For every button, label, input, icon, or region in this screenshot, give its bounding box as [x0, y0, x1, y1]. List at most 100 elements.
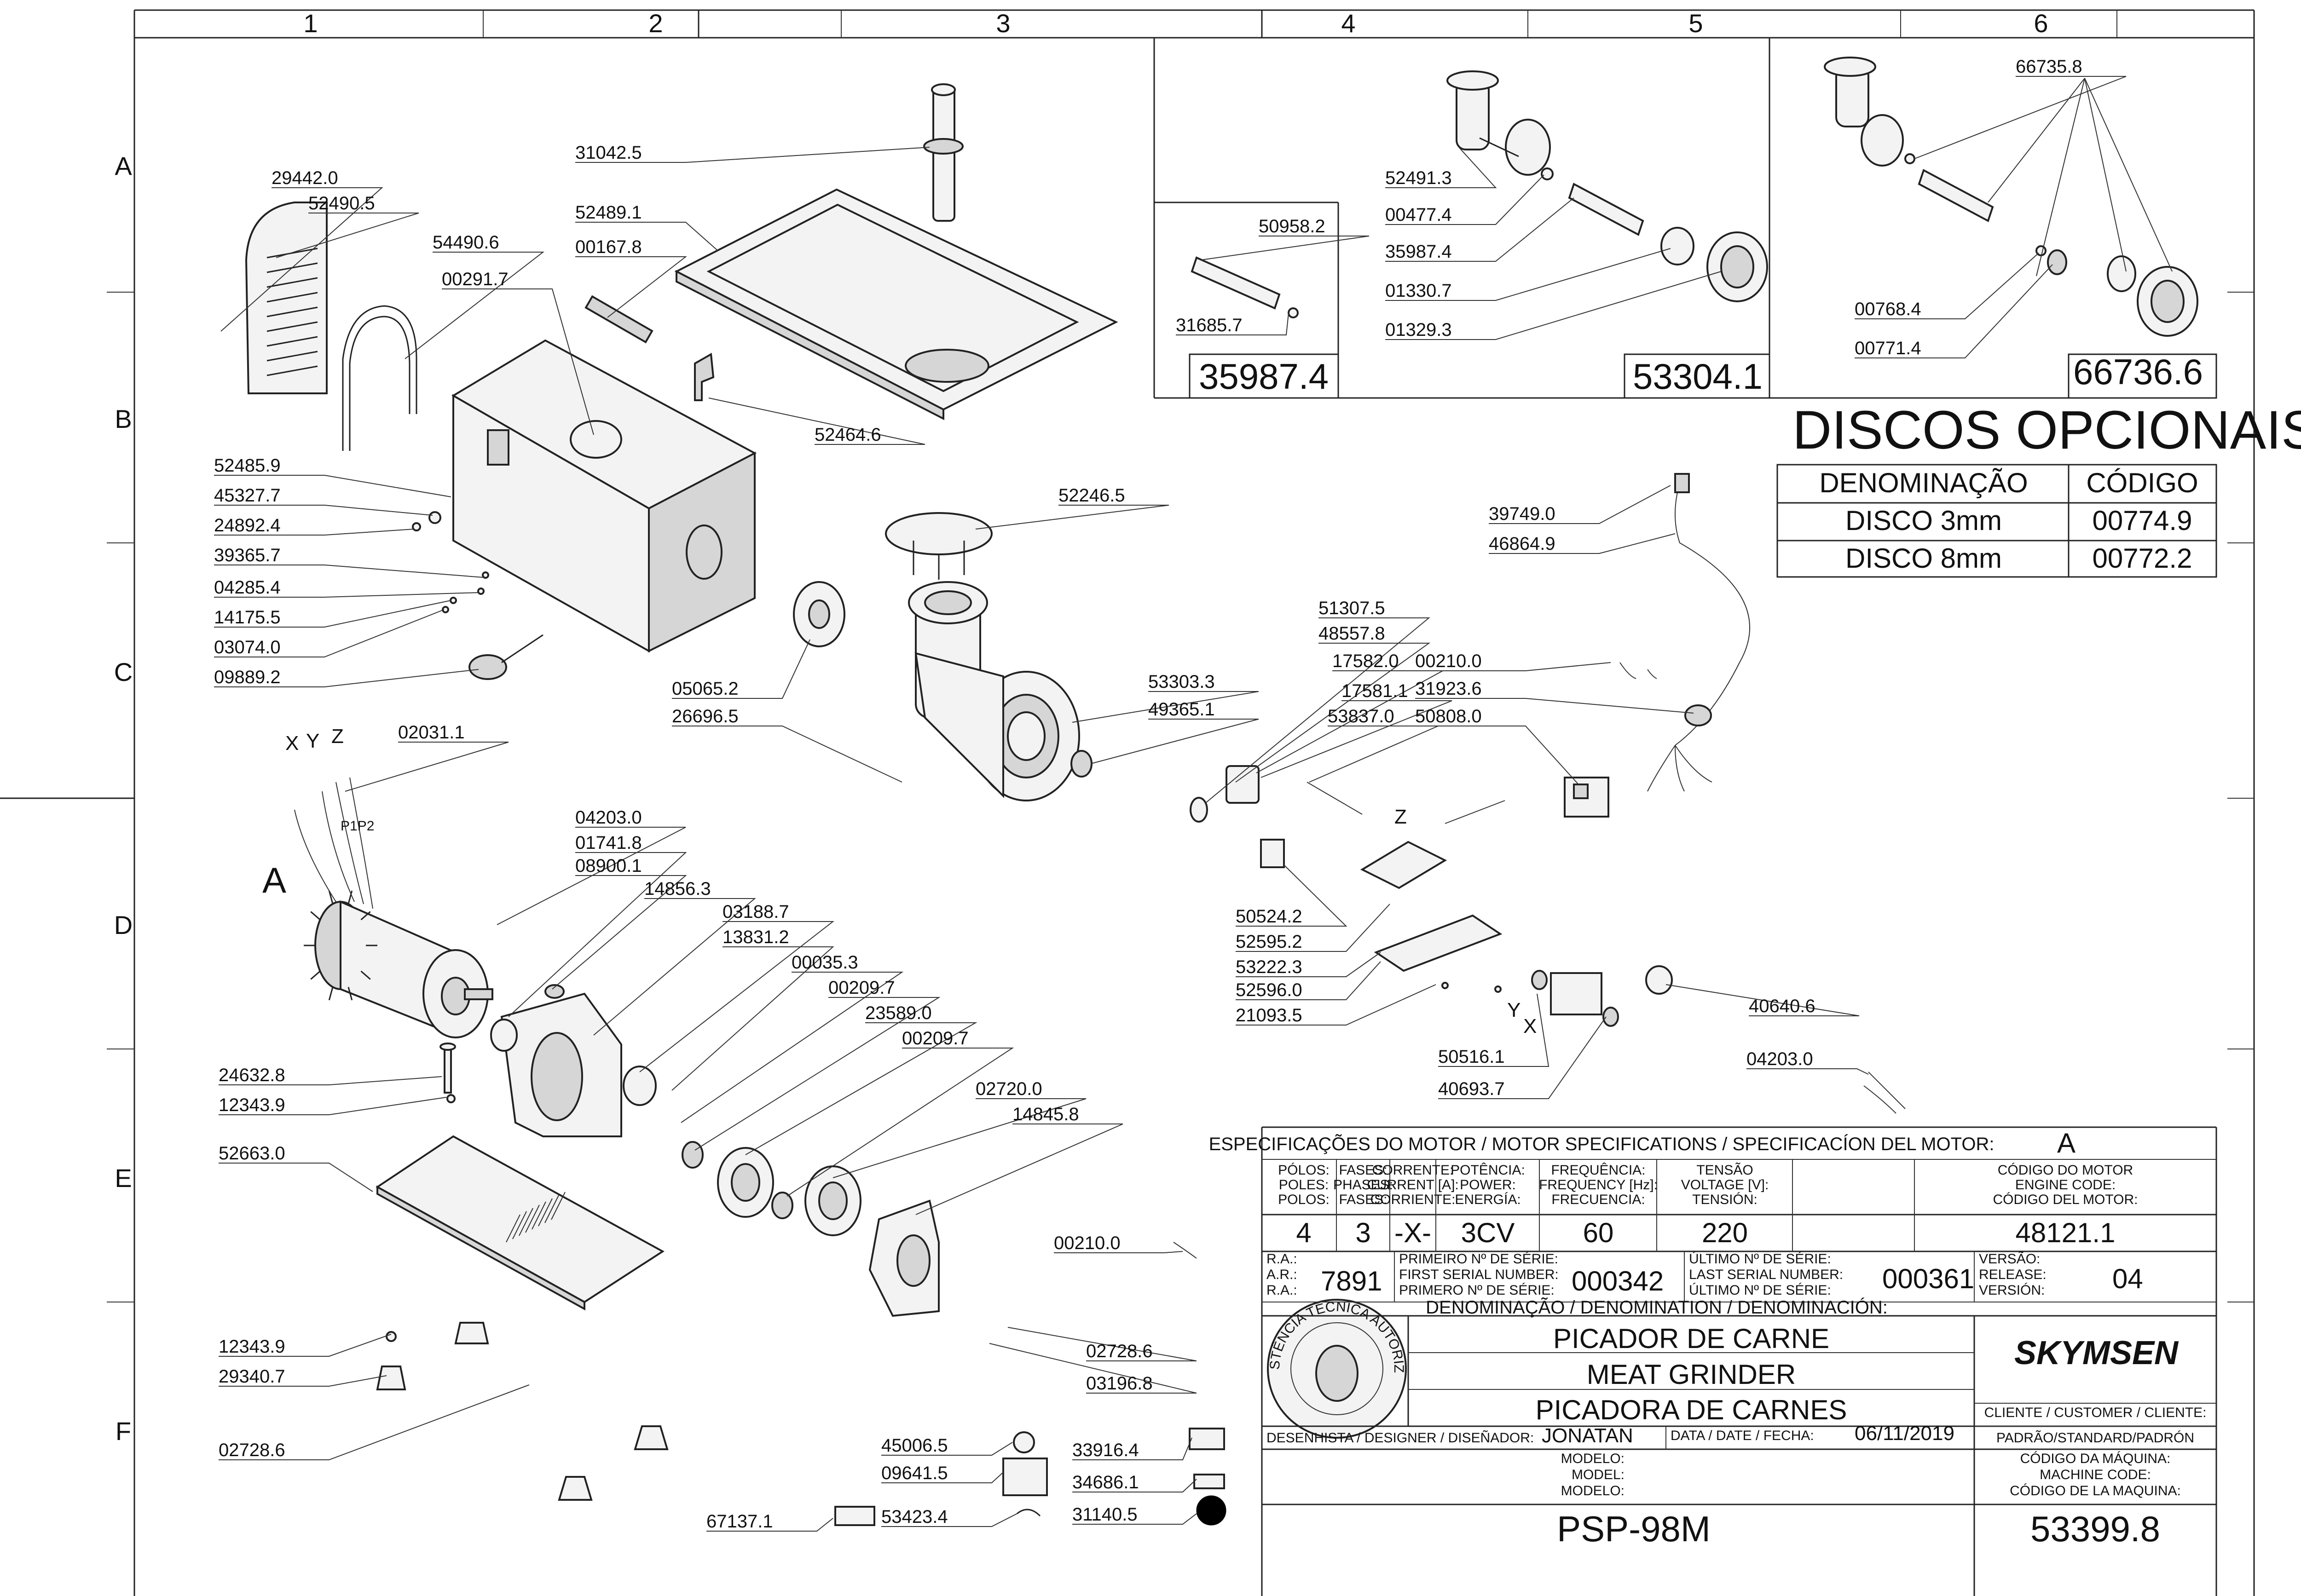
part-callout: 39749.0 — [1489, 504, 1555, 524]
part-callout: 17581.1 — [1341, 681, 1408, 701]
leader-line — [672, 726, 902, 783]
discs-header-code: CÓDIGO — [2086, 467, 2198, 498]
motor-spec-header: POTÊNCIA: — [1451, 1163, 1525, 1178]
motor-spec-header: POWER: — [1460, 1177, 1516, 1193]
kit-frames — [1153, 38, 2217, 399]
part-callout: 04203.0 — [1746, 1049, 1813, 1069]
leader-line — [694, 997, 941, 1151]
zone-row-b: B — [115, 404, 132, 433]
axis-x2-label: X — [1523, 1015, 1537, 1037]
leader-line — [1855, 264, 2053, 358]
motor-spec-header: CORRIENTE: — [1370, 1192, 1455, 1207]
part-callout: 04203.0 — [575, 807, 642, 828]
leader-line — [214, 565, 484, 578]
leader-line — [1746, 1068, 1869, 1075]
part-callout: 14845.8 — [1012, 1104, 1079, 1124]
last-serial-label-1: ÚLTIMO Nº DE SÉRIE: — [1689, 1251, 1831, 1267]
leader-line — [219, 1384, 530, 1460]
part-callout: 00771.4 — [1855, 338, 1921, 358]
zone-row-c: C — [114, 657, 133, 686]
part-callout: 02728.6 — [219, 1440, 285, 1460]
leader-line — [1072, 691, 1259, 723]
part-callout: 26696.5 — [672, 706, 739, 726]
motor-spec-value: 220 — [1702, 1217, 1748, 1248]
machine-code-label-2: MACHINE CODE: — [2040, 1467, 2151, 1482]
motor-spec-header: POLOS: — [1278, 1192, 1330, 1207]
part-callout: 09889.2 — [214, 667, 281, 687]
part-callout: 00291.7 — [442, 269, 509, 289]
part-callout: 50516.1 — [1438, 1047, 1505, 1067]
part-callout: 21093.5 — [1236, 1005, 1302, 1026]
part-callout: 03196.8 — [1086, 1373, 1153, 1394]
part-callout: 52489.1 — [575, 202, 642, 223]
leader-line — [881, 1442, 1013, 1456]
kit-code-3: 66736.6 — [2073, 351, 2203, 392]
leader-line — [219, 1076, 442, 1085]
motor-spec-header: CÓDIGO DO MOTOR — [1998, 1163, 2133, 1178]
leader-line — [1385, 248, 1671, 301]
ra-value: 7891 — [1321, 1266, 1382, 1296]
leader-line — [214, 600, 451, 628]
part-callout: 52596.0 — [1236, 980, 1302, 1000]
motor-spec-header: ENERGÍA: — [1455, 1192, 1521, 1207]
disc-row-1-name: DISCO 3mm — [1845, 505, 2002, 536]
motor-spec-header: TENSÃO — [1696, 1162, 1753, 1178]
leader-line — [219, 1163, 373, 1192]
customer-value: PADRÃO/STANDARD/PADRÓN — [1996, 1430, 2194, 1446]
part-callout: 46864.9 — [1489, 534, 1555, 554]
leader-line — [1260, 700, 1452, 778]
model-label-3: MODELO: — [1561, 1483, 1625, 1498]
part-callout: 29442.0 — [272, 168, 338, 188]
part-callout: 05065.2 — [672, 679, 739, 699]
leader-line — [219, 1097, 447, 1115]
part-callout: 52491.3 — [1385, 168, 1452, 188]
axis-z-label: Z — [331, 725, 344, 748]
leader-line — [593, 898, 756, 1036]
leader-line — [497, 827, 686, 925]
part-callout: 31042.5 — [575, 143, 642, 163]
machine-code-label-1: CÓDIGO DA MÁQUINA: — [2020, 1451, 2171, 1466]
leader-line — [1415, 698, 1694, 714]
leader-line — [552, 875, 687, 990]
part-callout: 04285.4 — [214, 577, 281, 598]
motor-spec-value: 3 — [1355, 1217, 1370, 1248]
motor-spec-header: VOLTAGE [V]: — [1681, 1177, 1769, 1193]
part-callout: 52485.9 — [214, 455, 281, 476]
part-callout: 53222.3 — [1236, 957, 1302, 977]
part-callout: 50524.2 — [1236, 906, 1302, 927]
motor-spec-value: 60 — [1583, 1217, 1614, 1248]
motor-spec-header: CURRENT [A]: — [1367, 1177, 1458, 1193]
part-callout: 52663.0 — [219, 1143, 285, 1164]
leader-line — [1489, 533, 1676, 554]
axis-y-label: Y — [306, 730, 319, 752]
product-name-pt: PICADOR DE CARNE — [1553, 1323, 1829, 1354]
customer-label: CLIENTE / CUSTOMER / CLIENTE: — [1984, 1405, 2207, 1420]
motor-spec-header: PÓLOS: — [1278, 1163, 1330, 1178]
leader-line — [975, 505, 1169, 530]
part-callout: 40693.7 — [1438, 1079, 1505, 1099]
zone-row-f: F — [116, 1417, 131, 1446]
part-callout: 31685.7 — [1176, 315, 1243, 335]
optional-discs-table — [1776, 464, 2217, 578]
motor-spec-columns: PÓLOS:POLES:POLOS:4FASES:PHASES:FASES:3C… — [1278, 1162, 2138, 1248]
leader-line — [276, 213, 419, 258]
leader-line — [214, 592, 479, 598]
leader-line — [881, 1472, 1004, 1483]
motor-spec-value: 48121.1 — [2016, 1217, 2116, 1248]
part-callout: 24892.4 — [214, 515, 281, 536]
section-marker: A — [262, 860, 286, 900]
zone-row-d: D — [114, 910, 133, 939]
part-callout: 52464.6 — [815, 425, 881, 445]
motor-spec-header: ENGINE CODE: — [2015, 1177, 2116, 1193]
leader-lines — [214, 76, 2173, 1532]
discs-header-name: DENOMINAÇÃO — [1819, 467, 2028, 498]
part-callout: 01330.7 — [1385, 281, 1452, 301]
part-callout: 02720.0 — [976, 1079, 1042, 1099]
leader-line — [1236, 904, 1390, 952]
leader-line — [833, 1098, 1087, 1178]
leader-line — [1054, 1251, 1183, 1253]
designer-value: JONATAN — [1542, 1424, 1633, 1447]
part-callout: 12343.9 — [219, 1337, 285, 1357]
leader-line — [1385, 197, 1574, 262]
